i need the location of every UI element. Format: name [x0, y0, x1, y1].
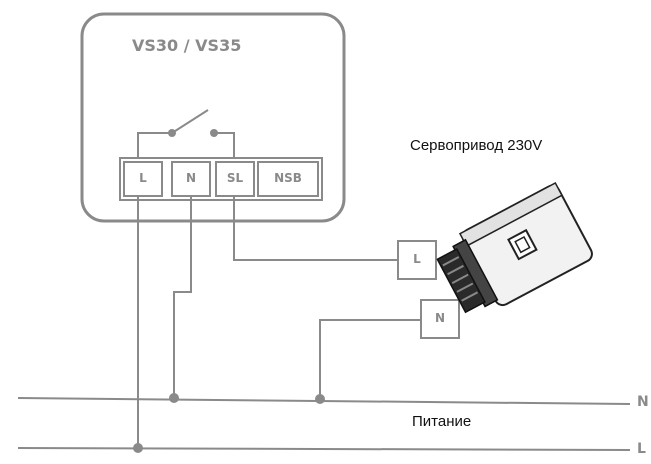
terminal-sl-box — [215, 161, 255, 197]
actuator-top-face — [458, 181, 563, 248]
junction-n-actuator — [315, 394, 325, 404]
terminal-l-box — [123, 161, 163, 197]
terminal-nsb-label: NSB — [274, 171, 302, 185]
rail-n-label: N — [637, 394, 649, 410]
actuator-indicator-inner — [514, 235, 531, 254]
terminal-n-box — [171, 161, 211, 197]
terminal-n-label: N — [185, 171, 197, 185]
switch-lever — [171, 109, 209, 134]
terminal-nsb-box — [257, 161, 319, 197]
actuator-label: Сервопривод 230V — [410, 137, 543, 154]
power-label: Питание — [412, 413, 472, 430]
junction-l-device — [133, 443, 143, 453]
wire-actuator-n-to-rail — [319, 319, 421, 398]
actuator-terminal-l-label: L — [413, 252, 421, 266]
device-title: VS30 / VS35 — [132, 36, 242, 55]
rail-l-line — [17, 447, 631, 451]
actuator-terminal-n-box — [420, 299, 460, 339]
junction-n-device — [169, 393, 179, 403]
actuator-terminal-n-label: N — [434, 311, 446, 325]
actuator-thread — [436, 247, 486, 314]
actuator-indicator — [507, 228, 538, 261]
wire-sl-to-actuator — [233, 196, 398, 261]
switch-wire-right — [214, 132, 235, 158]
switch-wire-left — [137, 132, 170, 158]
wire-n-to-rail — [173, 196, 192, 398]
rail-l-label: L — [637, 441, 646, 457]
actuator-terminal-l-box — [397, 240, 437, 280]
actuator-illustration — [436, 181, 593, 314]
terminal-l-label: L — [139, 171, 147, 185]
terminal-sl-label: SL — [226, 171, 244, 185]
